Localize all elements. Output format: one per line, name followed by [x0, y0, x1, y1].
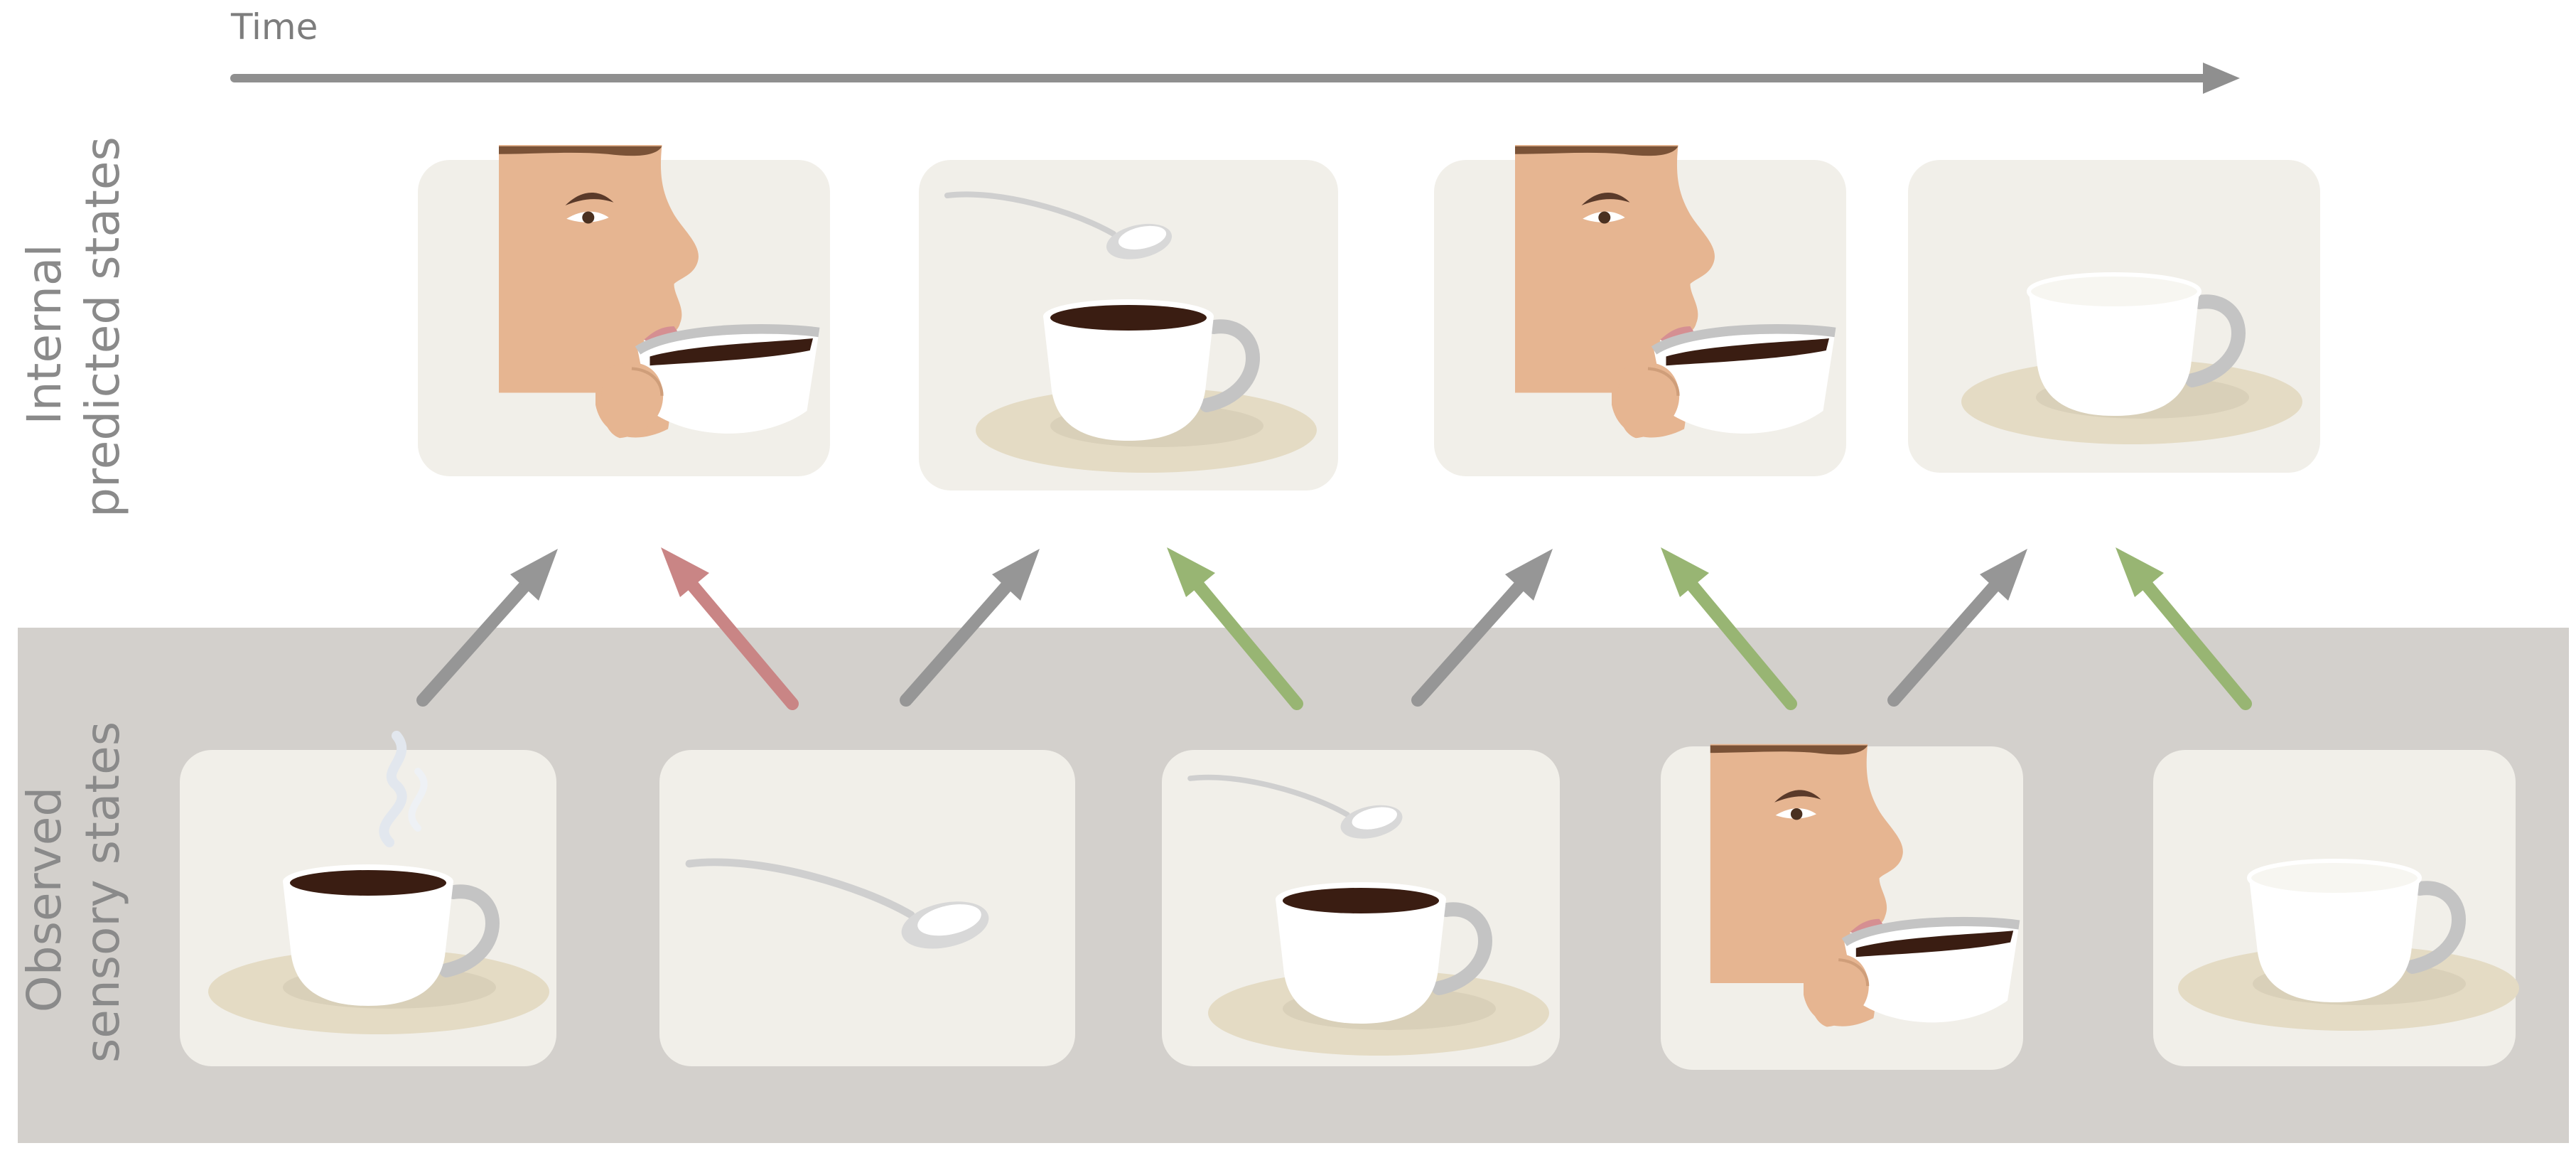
- prediction-arrow-4: [1887, 549, 2027, 707]
- confirmation-arrow-1: [1167, 547, 1303, 710]
- observed-states-label: Observed sensory states: [17, 722, 130, 1063]
- arrows: [416, 547, 2252, 710]
- observed-panel-3: [1162, 750, 1560, 1066]
- prediction-arrow-3: [1411, 549, 1553, 707]
- internal-states-label: Internal predicted states: [17, 136, 130, 517]
- prediction-arrow-1: [416, 549, 558, 707]
- error-arrow-1: [661, 547, 799, 710]
- predicted-panel-3: [1434, 145, 1846, 476]
- internal-states-label-line1: Internal: [17, 244, 72, 424]
- observed-panel-4: [1661, 744, 2023, 1070]
- observed-states-label-line2: sensory states: [75, 722, 130, 1063]
- time-arrow-head: [2203, 63, 2240, 94]
- predicted-panel-2: [919, 160, 1338, 490]
- internal-states-label-line2: predicted states: [75, 136, 130, 517]
- observed-panel-2: [659, 750, 1075, 1066]
- time-axis: Time: [230, 6, 2240, 94]
- confirmation-arrow-2: [1661, 547, 1797, 710]
- time-label: Time: [230, 6, 318, 48]
- predicted-panel-4: [1908, 160, 2320, 473]
- observed-panel-5: [2153, 750, 2519, 1066]
- confirmation-arrow-3: [2116, 547, 2252, 710]
- observed-panel-1: [180, 736, 556, 1066]
- predicted-panel-1: [418, 145, 830, 476]
- prediction-arrow-2: [900, 549, 1040, 707]
- observed-states-label-line1: Observed: [17, 787, 72, 1013]
